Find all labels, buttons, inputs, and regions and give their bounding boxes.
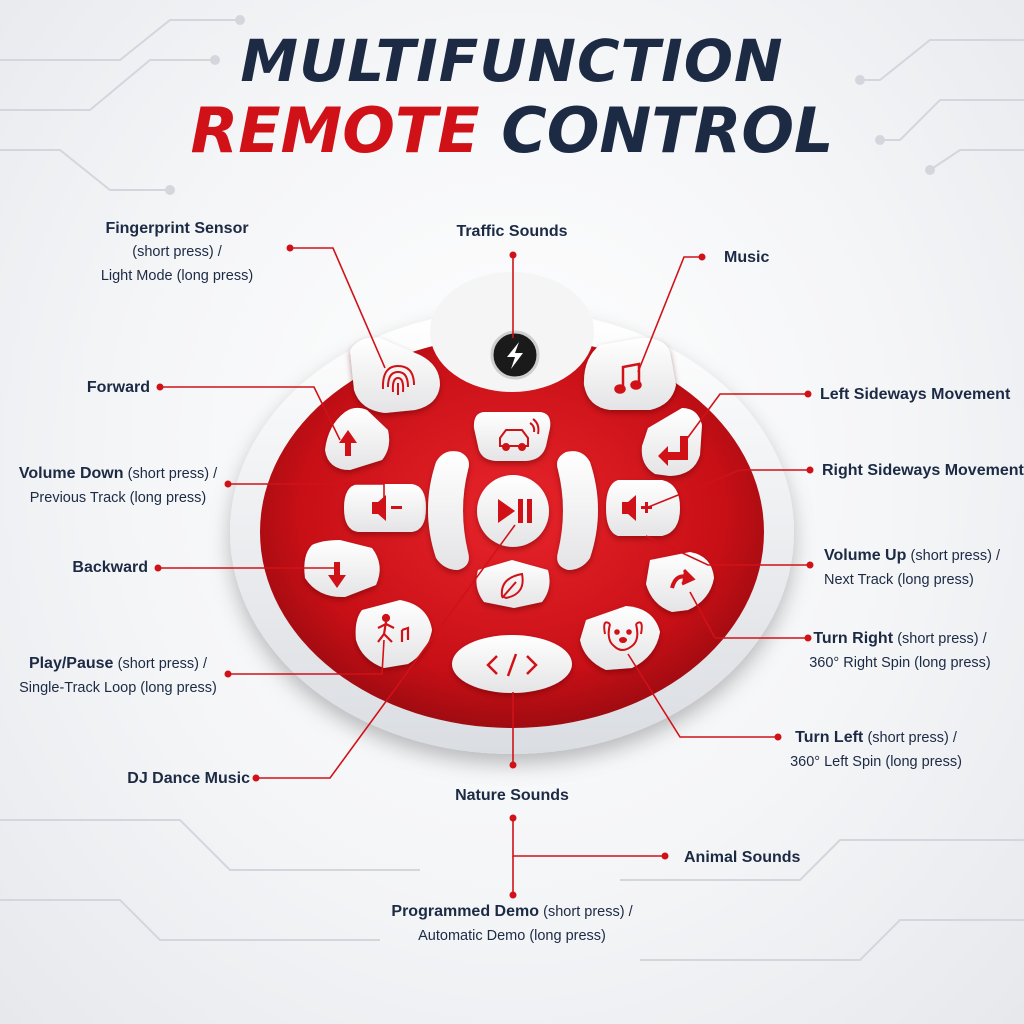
title-line-1: MULTIFUNCTION [240, 27, 784, 95]
music-button[interactable] [583, 337, 676, 410]
turn-right-button[interactable] [646, 552, 714, 612]
car-icon [499, 418, 540, 451]
label-left-sideways-main: Left Sideways Movement [820, 386, 1011, 403]
label-right-sideways: Right Sideways Movement [822, 459, 1024, 482]
label-fingerprint-main: Fingerprint Sensor [105, 220, 249, 237]
label-traffic: Traffic Sounds [412, 220, 612, 243]
label-turn-left-main: Turn Left [795, 729, 864, 746]
label-volume-up: Volume Up (short press) / Next Track (lo… [824, 544, 1000, 592]
left-arc-button[interactable] [428, 451, 469, 570]
label-fingerprint: Fingerprint Sensor (short press) / Light… [62, 217, 292, 288]
dog-icon [603, 621, 643, 651]
label-volume-down-main: Volume Down [18, 465, 124, 482]
label-turn-right: Turn Right (short press) / 360° Right Sp… [800, 627, 1000, 675]
label-backward-main: Backward [72, 559, 148, 576]
fingerprint-button[interactable] [350, 337, 440, 414]
forward-button[interactable] [325, 407, 390, 470]
label-turn-left-line2: 360° Left Spin (long press) [790, 754, 962, 770]
leader-dots [154, 244, 814, 899]
right-arc-button[interactable] [557, 451, 598, 570]
fingerprint-icon [381, 364, 415, 395]
label-animal: Animal Sounds [684, 846, 800, 869]
left-sideways-arrow-icon [658, 436, 688, 466]
leaf-icon [500, 572, 524, 600]
label-dj-dance: DJ Dance Music [84, 767, 250, 790]
label-volume-up-line2: Next Track (long press) [824, 572, 974, 588]
label-right-sideways-main: Right Sideways Movement [822, 462, 1024, 479]
label-play-pause: Play/Pause (short press) / Single-Track … [10, 652, 226, 700]
page-title: MULTIFUNCTION REMOTE CONTROL [0, 32, 1024, 162]
label-demo-line2: Automatic Demo (long press) [418, 928, 606, 944]
title-word-remote: REMOTE [190, 94, 480, 167]
label-fingerprint-line3: Light Mode (long press) [100, 268, 254, 284]
label-nature: Nature Sounds [412, 784, 612, 807]
label-volume-down-note: (short press) / [127, 466, 218, 482]
title-word-control: CONTROL [501, 94, 834, 167]
label-play-pause-note: (short press) / [117, 656, 208, 672]
label-traffic-main: Traffic Sounds [456, 223, 568, 240]
label-volume-down-line2: Previous Track (long press) [29, 490, 207, 506]
backward-button[interactable] [304, 540, 380, 598]
label-animal-main: Animal Sounds [684, 849, 801, 866]
volume-down-icon [372, 495, 402, 521]
title-line-2: REMOTE CONTROL [0, 100, 1024, 162]
music-note-icon [614, 362, 642, 394]
label-music: Music [724, 246, 769, 269]
label-nature-main: Nature Sounds [455, 787, 569, 804]
traffic-button[interactable] [473, 412, 551, 461]
dancer-icon [377, 613, 410, 643]
label-turn-right-line2: 360° Right Spin (long press) [809, 655, 991, 671]
label-demo-main: Programmed Demo [391, 903, 539, 920]
label-forward-main: Forward [86, 379, 150, 396]
label-fingerprint-line2: (short press) / [132, 244, 222, 260]
label-turn-right-note: (short press) / [897, 631, 987, 647]
label-demo-note: (short press) / [543, 904, 633, 920]
play-pause-icon [498, 499, 532, 523]
label-backward: Backward [20, 556, 148, 579]
label-turn-right-main: Turn Right [813, 630, 894, 647]
lightning-button[interactable] [490, 330, 540, 380]
label-left-sideways: Left Sideways Movement [820, 383, 1010, 406]
label-dj-dance-main: DJ Dance Music [127, 770, 250, 787]
code-icon [486, 653, 538, 677]
leader-lines [158, 247, 810, 895]
label-play-pause-line2: Single-Track Loop (long press) [19, 680, 217, 696]
label-forward: Forward [40, 376, 150, 399]
label-volume-up-note: (short press) / [910, 548, 1000, 564]
label-volume-down: Volume Down (short press) / Previous Tra… [10, 462, 226, 510]
label-turn-left-note: (short press) / [867, 730, 957, 746]
lightning-icon [507, 342, 523, 369]
dj-dance-button[interactable] [355, 600, 432, 668]
label-demo: Programmed Demo (short press) / Automati… [362, 900, 662, 948]
arrow-up-icon [339, 430, 357, 456]
label-music-main: Music [724, 249, 770, 266]
label-play-pause-main: Play/Pause [28, 655, 114, 672]
arrow-down-icon [328, 562, 346, 588]
label-turn-left: Turn Left (short press) / 360° Left Spin… [776, 726, 976, 774]
label-volume-up-main: Volume Up [824, 547, 907, 564]
turn-right-arrow-icon [670, 568, 696, 589]
